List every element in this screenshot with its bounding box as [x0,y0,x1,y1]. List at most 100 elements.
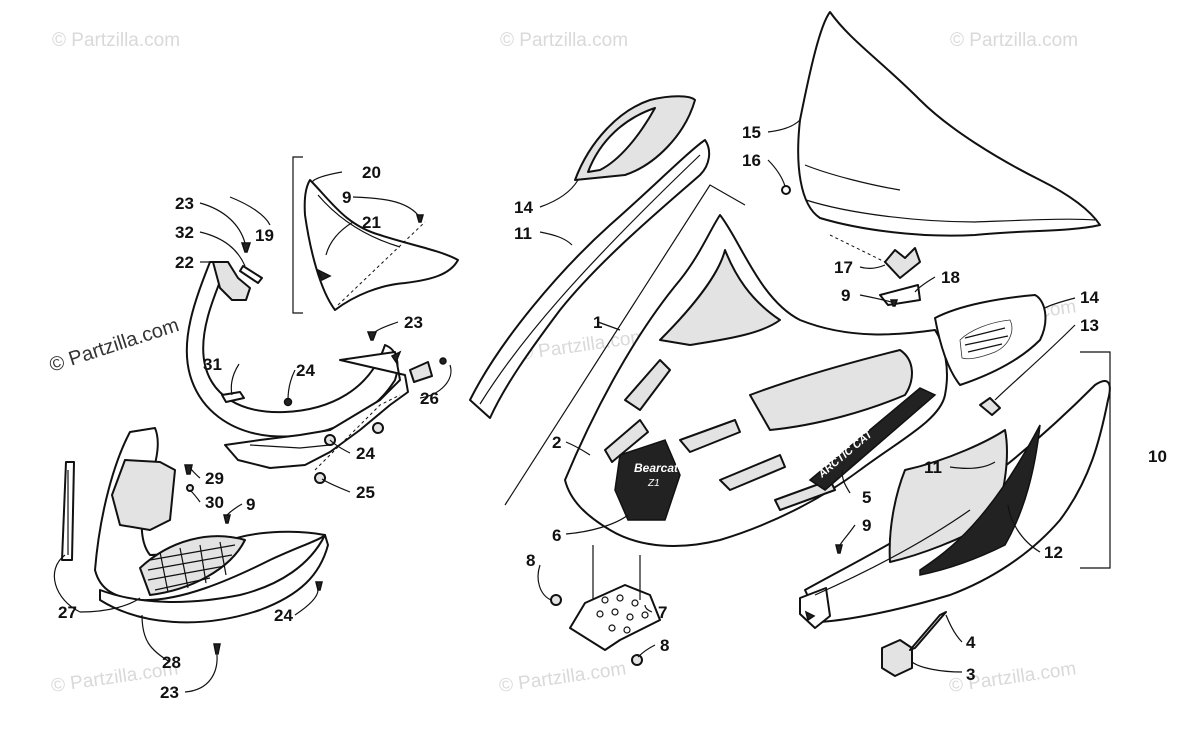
leader-13 [994,324,1076,401]
bracket-part-10 [1080,351,1111,569]
callout-5: 5 [862,488,871,507]
decal-part-12 [919,424,1041,576]
plate-hole [601,596,609,604]
callout-10: 10 [1148,447,1167,466]
vent-inner [587,107,656,173]
leader-12 [1007,504,1041,553]
leader-4 [945,614,963,643]
leader-9 [859,294,892,303]
windshield-edge [805,199,1096,223]
plate-hole [626,613,634,621]
plate-hole [608,624,616,632]
washer-part-25 [314,472,326,484]
bolt-head-part-26 [439,357,447,365]
callout-27: 27 [58,603,77,622]
leader-15 [767,119,801,133]
mesh-line [159,541,227,593]
callout-14: 14 [1080,288,1099,307]
callout-6: 6 [552,526,561,545]
windshield-part-15 [797,11,1101,237]
screw-part-29 [184,464,193,475]
callout-24: 24 [356,444,375,463]
assembly-line [829,234,886,263]
callout-23: 23 [160,683,179,702]
leader-27 [79,597,141,613]
arrow-marker [390,350,402,364]
callout-9: 9 [841,286,850,305]
screw-part-9 [835,544,843,554]
leader-2 [565,441,591,456]
callout-25: 25 [356,483,375,502]
leader-16 [767,159,786,187]
leader-29 [189,467,201,479]
callout-28: 28 [162,653,181,672]
badge-subtext: Z1 [647,478,660,489]
plate-leader [592,545,641,600]
plate-holes [596,594,649,634]
grommet-part-8 [631,654,643,666]
callout-26: 26 [420,389,439,408]
leader-lines [53,119,1076,693]
leader-28 [141,614,171,663]
leader-21 [325,221,354,256]
hood-badge-part-6 [614,439,681,521]
assembly-line [314,394,401,471]
callout-23: 23 [175,194,194,213]
grommet-part-8 [550,594,562,606]
skid-plate-part-28 [99,534,329,624]
vent-slot [604,419,649,463]
watermark: © Partzilla.com [498,658,628,697]
left-assembly [61,156,459,655]
bracket-19 [292,156,303,314]
leader-9 [226,503,243,516]
hood-center-ridge [659,249,781,346]
clip-part-13 [979,397,1001,416]
grille-frame [111,459,176,531]
leader-9 [352,196,419,216]
bracket-part-24 [224,351,409,469]
callout-15: 15 [742,123,761,142]
leader-5 [841,469,851,494]
screw-part-24 [315,581,323,591]
callout-31: 31 [203,355,222,374]
leader-24 [287,369,296,401]
callout-9: 9 [862,516,871,535]
watermark: © Partzilla.com [500,30,628,51]
leader-24 [294,589,319,616]
callout-7: 7 [658,603,667,622]
screw-part-23 [240,242,252,253]
badge-text: Bearcat [634,461,679,475]
leader-7 [644,604,653,613]
leader-18 [914,276,936,293]
leader-26 [419,364,452,399]
bracket-part-18 [879,284,921,306]
callout-11: 11 [924,458,942,477]
clip-part-32 [239,265,263,284]
leader-9 [839,524,856,546]
callout-12: 12 [1044,543,1063,562]
assembly-line [337,221,426,306]
leader-8 [637,644,656,658]
leader-23 [184,654,218,693]
plate-hole [641,611,649,619]
pin-part-4 [909,611,947,651]
leader-11 [949,461,996,469]
vent-slot [679,419,741,453]
callout-8: 8 [526,551,535,570]
grommet-part-16 [781,185,791,195]
bracket-part-1 [504,184,746,506]
callout-21: 21 [362,213,381,232]
vent-slot [624,359,671,411]
callout-23: 23 [404,313,423,332]
bracket-part-17 [884,247,921,279]
leader-23 [374,321,399,333]
vent-slot [719,454,786,491]
callout-4: 4 [966,633,976,652]
plate-hole [623,626,631,634]
leader-8 [537,564,552,601]
callout-29: 29 [205,469,224,488]
washer-part-30 [186,484,194,492]
callout-9: 9 [246,495,255,514]
leader-1 [597,321,621,331]
callout-24: 24 [296,361,315,380]
